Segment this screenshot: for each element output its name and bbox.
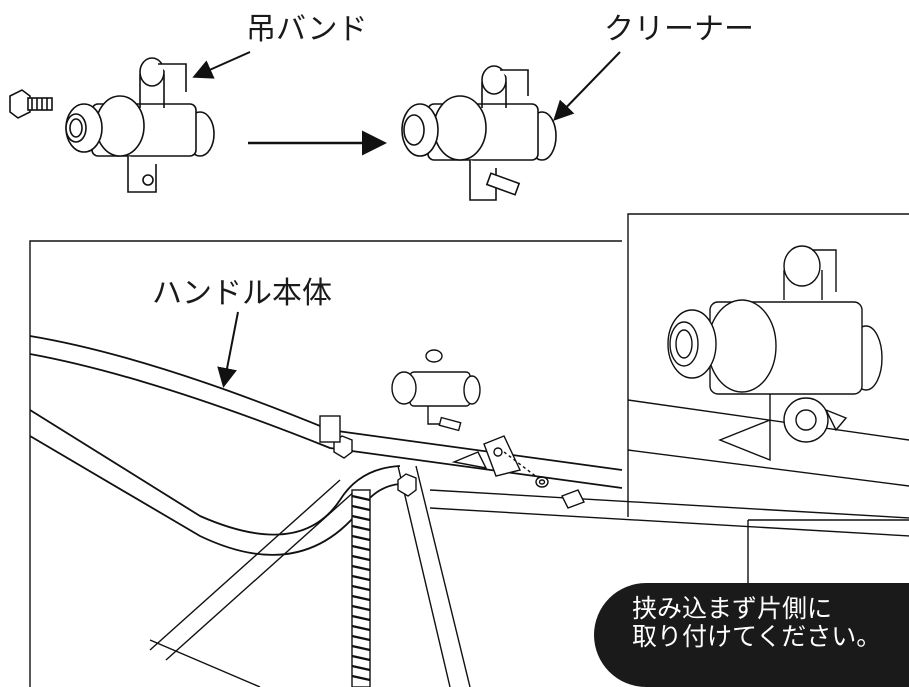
- cleaner-label: クリーナー: [604, 12, 754, 47]
- handle-body-label: ハンドル本体: [152, 276, 332, 311]
- cleaner-before-assembly: [9, 57, 215, 193]
- zoom-detail-panel: [627, 213, 909, 687]
- handle-panel: [29, 240, 909, 687]
- instruction-line-1: 挟み込まず片側に: [632, 594, 833, 623]
- instruction-note: 挟み込まず片側に 取り付けてください。: [594, 583, 909, 687]
- instruction-line-2: 取り付けてください。: [632, 622, 882, 651]
- hanging-band-label: 吊バンド: [246, 12, 368, 47]
- cleaner-assembled: [401, 65, 557, 201]
